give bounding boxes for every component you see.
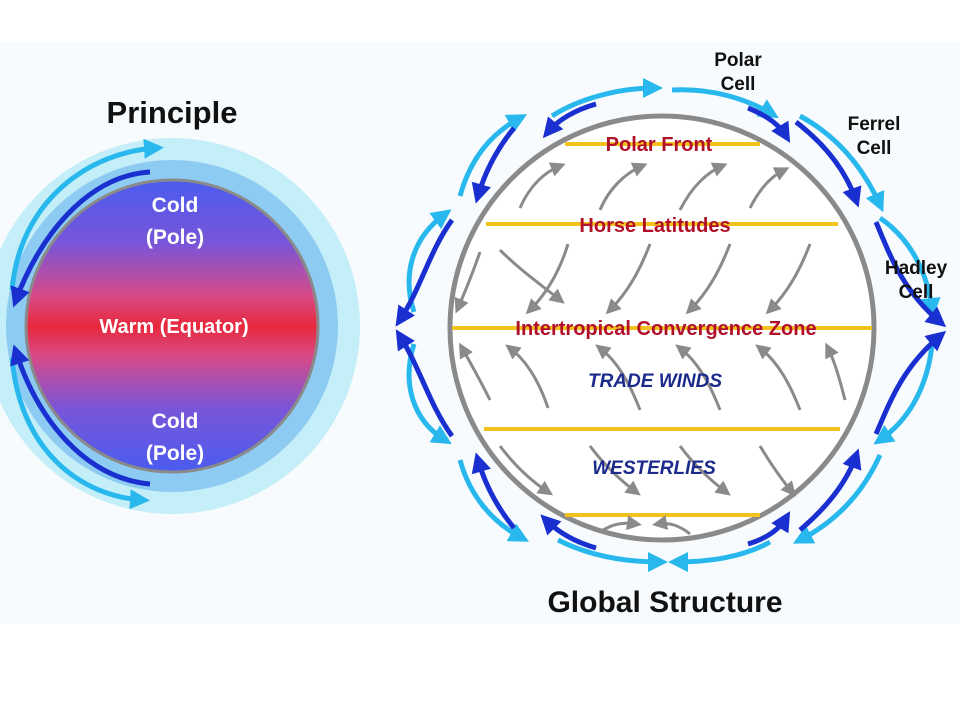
global-structure-title: Global Structure: [547, 586, 782, 619]
wind-arrow: [755, 344, 802, 411]
upper-return-arrow: [10, 169, 151, 308]
ferrel-return-arrow: [798, 448, 862, 532]
polar-cell-arrow: [550, 78, 663, 119]
polar-cell-sublabel: Cell: [721, 74, 756, 95]
ferrel-cell-label: Ferrel: [848, 114, 901, 135]
ferrel-cell-arrow: [798, 113, 885, 213]
hadley-cell-sublabel: Cell: [899, 282, 934, 303]
ferrel-return-arrow: [471, 452, 516, 530]
wind-arrow: [588, 445, 641, 496]
hadley-return-arrow: [873, 221, 947, 328]
wind-arrow: [605, 243, 652, 315]
wind-arrow: [678, 445, 731, 496]
polar-return-arrow: [542, 101, 597, 139]
wind-arrow: [748, 167, 790, 209]
hadley-return-arrow: [395, 329, 455, 438]
wind-arrow: [454, 251, 482, 314]
polar-return-arrow: [747, 511, 791, 547]
upper-flow-arrow: [9, 138, 164, 291]
trade-winds-label: TRADE WINDS: [588, 371, 722, 392]
hadley-return-arrow: [873, 330, 947, 436]
hadley-return-arrow: [395, 218, 455, 327]
wind-arrow: [459, 342, 492, 401]
ferrel-return-arrow: [471, 126, 516, 204]
wind-arrow: [525, 243, 570, 315]
warm-equator-label: Warm (Equator): [99, 316, 248, 338]
principle-diagram: Principle Cold (Pole) Warm (Equator) Col…: [0, 95, 360, 514]
hadley-cell-arrow: [873, 344, 935, 445]
wind-arrow: [598, 162, 648, 211]
polar-cell-label: Polar: [714, 50, 762, 71]
wind-arrow: [505, 344, 550, 409]
lower-return-arrow: [10, 344, 151, 487]
ferrel-cell-arrow: [457, 459, 530, 542]
horse-latitudes-label: Horse Latitudes: [579, 215, 730, 237]
cold-pole-top-sublabel: (Pole): [146, 226, 204, 249]
hadley-cell-label: Hadley: [885, 258, 948, 279]
wind-arrow: [599, 515, 642, 534]
wind-arrow: [685, 243, 732, 315]
polar-cell-arrow: [671, 87, 779, 119]
polar-return-arrow: [747, 105, 791, 143]
wind-arrow: [675, 344, 722, 411]
lower-flow-arrow: [9, 357, 150, 510]
cold-pole-bottom-label: Cold: [152, 410, 199, 433]
polar-cell-arrow: [668, 539, 772, 572]
principle-title: Principle: [107, 95, 238, 130]
wind-arrow: [678, 162, 728, 211]
wind-arrow: [758, 445, 796, 497]
wind-arrow: [595, 344, 642, 411]
wind-arrow: [652, 515, 691, 536]
hadley-cell-arrow: [878, 215, 941, 318]
polar-cell-arrow: [556, 537, 668, 572]
circulation-cells-inner: [395, 101, 947, 551]
ferrel-cell-arrow: [792, 453, 883, 544]
polar-return-arrow: [540, 514, 597, 551]
wind-arrow: [498, 445, 553, 496]
wind-arrow: [498, 248, 565, 304]
cold-pole-bottom-sublabel: (Pole): [146, 442, 204, 465]
ferrel-cell-arrow: [457, 114, 528, 197]
global-structure-diagram: Polar Front Horse Latitudes Intertropica…: [395, 50, 948, 619]
wind-arrow: [765, 243, 812, 315]
polar-front-label: Polar Front: [606, 134, 713, 156]
wind-arrow: [518, 162, 566, 209]
westerlies-label: WESTERLIES: [592, 458, 716, 479]
itcz-label: Intertropical Convergence Zone: [515, 318, 816, 340]
wind-arrows: [454, 162, 847, 536]
wind-arrow: [825, 342, 847, 401]
principle-globe: [24, 178, 320, 474]
ferrel-return-arrow: [794, 120, 862, 208]
ferrel-cell-sublabel: Cell: [857, 138, 892, 159]
cold-pole-top-label: Cold: [152, 194, 199, 217]
